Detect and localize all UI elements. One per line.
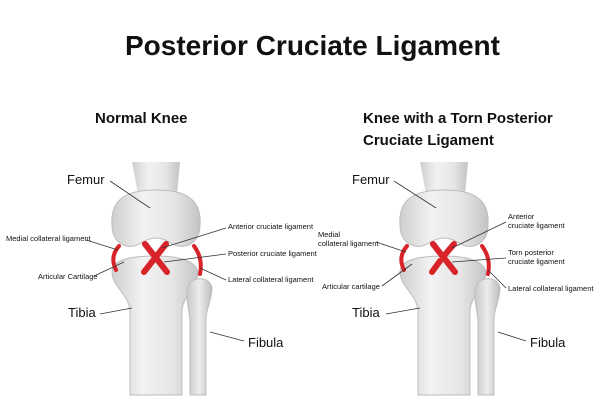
right-label-lateral-collateral: Lateral collateral ligament xyxy=(508,284,594,293)
left-medial-collateral xyxy=(111,244,121,272)
right-fibula xyxy=(474,278,501,396)
right-label-anterior-line2: cruciate ligament xyxy=(508,221,565,230)
right-panel-heading-line1: Knee with a Torn Posterior xyxy=(363,110,553,127)
left-leader-femur xyxy=(109,180,151,209)
left-tibia xyxy=(111,255,199,396)
left-leader-posterior xyxy=(163,253,227,263)
left-label-medial-collateral: Medial collateral ligament xyxy=(6,234,91,243)
left-panel-heading: Normal Knee xyxy=(95,110,188,127)
left-label-anterior-cruciate: Anterior cruciate ligament xyxy=(228,222,314,231)
left-femur-condyle xyxy=(111,189,201,247)
right-label-tibia: Tibia xyxy=(352,305,380,320)
left-lateral-collateral xyxy=(192,244,203,276)
right-leader-fibula xyxy=(497,331,527,342)
right-label-medial-line1: Medial xyxy=(318,230,341,239)
right-label-torn-line2: cruciate ligament xyxy=(508,257,565,266)
right-leader-femur xyxy=(393,180,437,209)
left-leader-lateral xyxy=(199,267,227,281)
right-label-fibula: Fibula xyxy=(530,335,566,350)
right-leader-tibia xyxy=(385,307,421,315)
right-tibia xyxy=(399,255,487,396)
right-leader-cartilage xyxy=(381,263,413,287)
left-leader-cartilage xyxy=(93,261,125,277)
right-label-articular-cartilage: Articular cartilage xyxy=(322,282,380,291)
left-leader-anterior xyxy=(161,227,227,249)
right-femur-condyle xyxy=(399,189,489,247)
left-label-tibia: Tibia xyxy=(68,305,96,320)
right-knee xyxy=(375,162,527,396)
left-leader-medial xyxy=(85,239,119,251)
right-leader-torn xyxy=(451,257,507,263)
left-cruciate-ligaments xyxy=(141,241,170,275)
left-fibula xyxy=(186,278,213,396)
left-label-femur: Femur xyxy=(67,172,105,187)
right-medial-collateral xyxy=(399,244,409,272)
right-leader-medial xyxy=(375,241,407,253)
right-leader-anterior xyxy=(451,221,507,249)
right-cruciate-ligaments-torn xyxy=(429,241,458,275)
right-label-femur: Femur xyxy=(352,172,390,187)
right-label-medial-line2: collateral ligament xyxy=(318,239,379,248)
left-leader-tibia xyxy=(99,307,133,315)
left-knee xyxy=(85,162,245,396)
left-label-articular-cartilage: Articular Cartilage xyxy=(38,272,98,281)
left-label-posterior-cruciate: Posterior cruciate ligament xyxy=(228,249,317,258)
right-label-anterior-line1: Anterior xyxy=(508,212,535,221)
right-label-torn-line1: Torn posterior xyxy=(508,248,554,257)
left-label-fibula: Fibula xyxy=(248,335,284,350)
left-leader-fibula xyxy=(209,331,245,342)
right-leader-lateral xyxy=(487,269,507,289)
page-title: Posterior Cruciate Ligament xyxy=(125,30,500,61)
right-panel-heading-line2: Cruciate Ligament xyxy=(363,132,494,149)
left-label-lateral-collateral: Lateral collateral ligament xyxy=(228,275,314,284)
